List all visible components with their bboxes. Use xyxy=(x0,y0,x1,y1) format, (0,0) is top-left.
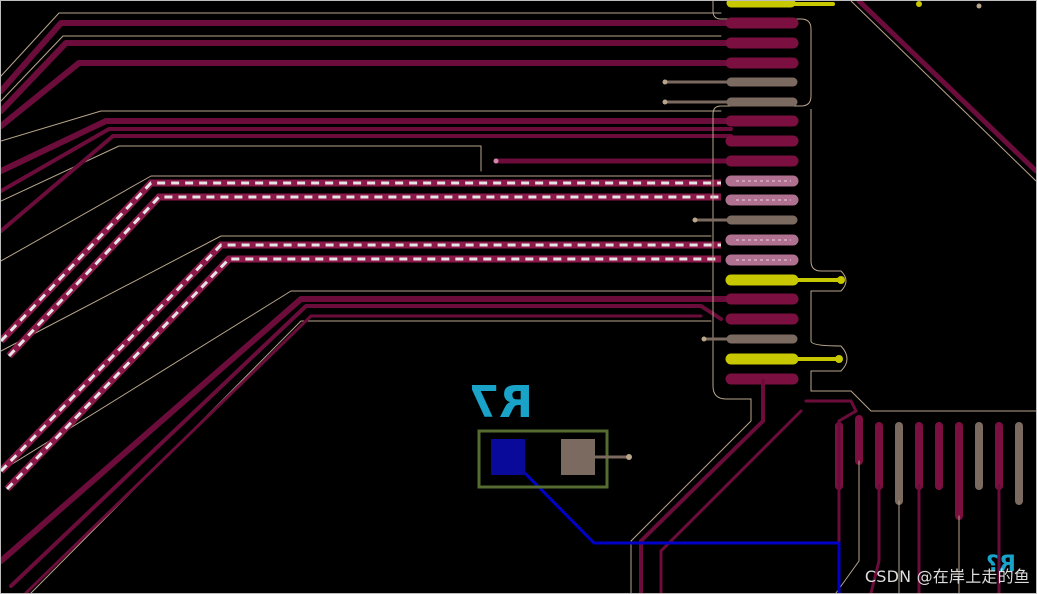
diff-pair-trace xyxy=(7,195,721,358)
trace xyxy=(1,60,734,129)
bottom-trace-bundle xyxy=(639,379,1001,593)
clearance-outline xyxy=(1,35,722,102)
trace xyxy=(9,304,723,588)
connector-pads xyxy=(663,1,845,385)
via xyxy=(837,276,845,284)
left-trace-bundle xyxy=(1,12,734,593)
via xyxy=(835,355,843,363)
trace xyxy=(1,134,733,233)
pad-column-outline xyxy=(630,1,812,593)
clearance-outline xyxy=(1,12,722,77)
clearance-outline xyxy=(1,175,712,262)
clearance-outline xyxy=(850,1,1036,182)
diff-pair-trace xyxy=(1,243,721,473)
diff-pair-trace xyxy=(4,255,721,492)
clearance-outline xyxy=(1,290,712,472)
trace xyxy=(1,40,734,114)
component-outline xyxy=(477,429,609,489)
clearance-outline xyxy=(1,145,482,202)
route-blue xyxy=(507,455,841,593)
clearance-outline xyxy=(1,235,712,352)
trace xyxy=(24,314,703,593)
pad-column-outline xyxy=(810,109,1036,412)
resistor-r7[interactable] xyxy=(477,429,632,489)
trace xyxy=(1,118,734,174)
watermark: CSDN @在岸上走的鱼 xyxy=(864,567,1030,586)
trace xyxy=(1,127,733,193)
pad-1 xyxy=(491,439,525,475)
trace xyxy=(1,296,734,564)
lower-connector-pads xyxy=(835,415,1023,520)
trace xyxy=(856,1,1036,174)
vias xyxy=(493,1,982,342)
diff-pair-trace xyxy=(1,181,721,343)
diff-pair-trace xyxy=(5,257,721,491)
clearance-outline xyxy=(1,110,722,142)
component-designator: R7 xyxy=(468,377,534,428)
differential-pairs xyxy=(1,179,721,492)
trace xyxy=(1,20,734,94)
via xyxy=(626,454,632,460)
